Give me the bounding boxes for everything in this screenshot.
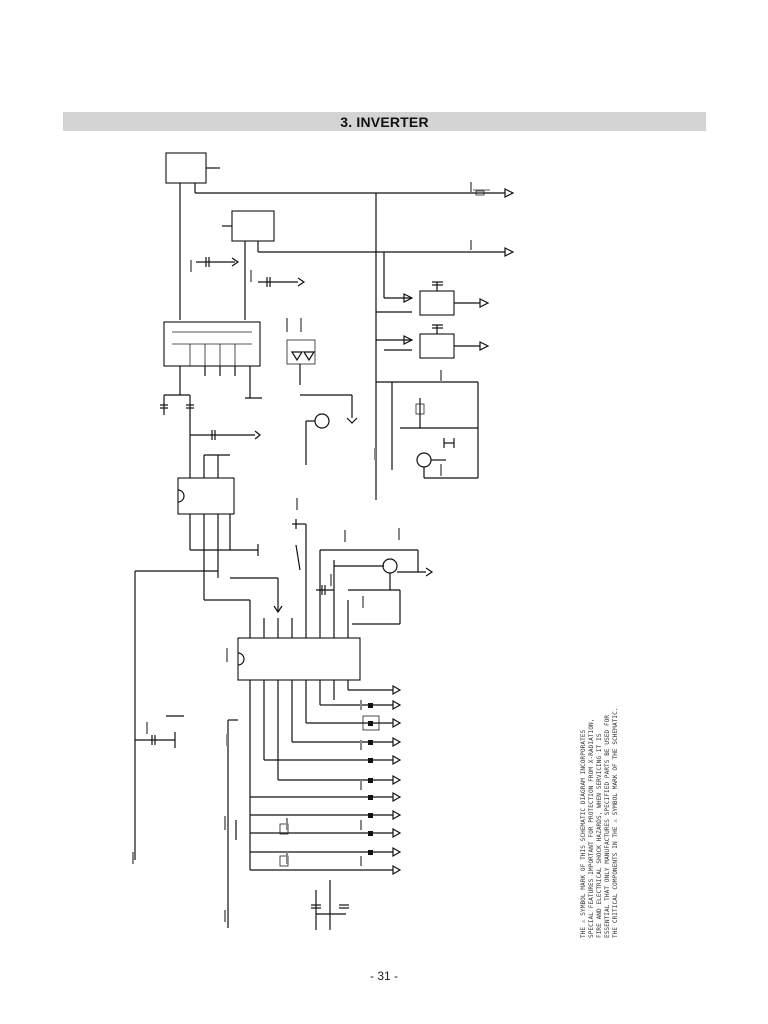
transistor-network: [376, 381, 479, 479]
rc-branch-top: [196, 257, 306, 287]
center-transistor: [286, 339, 358, 465]
switching-section: [375, 193, 490, 500]
section-title: 3. INVERTER: [340, 113, 429, 130]
left-bus: [134, 570, 283, 860]
component-label-marks: [132, 182, 472, 922]
power-rail-top: [195, 188, 515, 198]
bottom-networks: [227, 719, 349, 930]
safety-note-line-3: FIRE AND ELECTRICAL SHOCK HAZARDS, WHEN …: [596, 733, 603, 938]
regulator-block-2: [222, 210, 515, 320]
safety-note-line-2: SPECIAL FEATURES IMPORTANT FOR PROTECTIO…: [588, 718, 595, 938]
feedback-transistor: [292, 519, 434, 625]
section-title-bar: 3. INVERTER: [63, 112, 706, 131]
page-number: - 31 -: [369, 969, 398, 983]
safety-note-line-1: THE ⚠ SYMBOL MARK OF THIS SCHEMATIC DIAG…: [580, 729, 587, 938]
output-connectors: [250, 684, 402, 876]
capacitor-stack-left: [160, 366, 261, 440]
transformer-block: [163, 321, 262, 399]
safety-note-line-4: ESSENTIAL THAT ONLY MANUFACTURES SPECIFI…: [604, 714, 611, 938]
ic-upper: [177, 435, 259, 600]
safety-note: THE ⚠ SYMBOL MARK OF THIS SCHEMATIC DIAG…: [580, 688, 628, 938]
ic-controller: [237, 524, 361, 870]
regulator-block-1: [165, 152, 220, 320]
safety-note-line-5: THE CRITICAL COMPONENTS IN THE ⚠ SYMBOL …: [612, 707, 619, 938]
